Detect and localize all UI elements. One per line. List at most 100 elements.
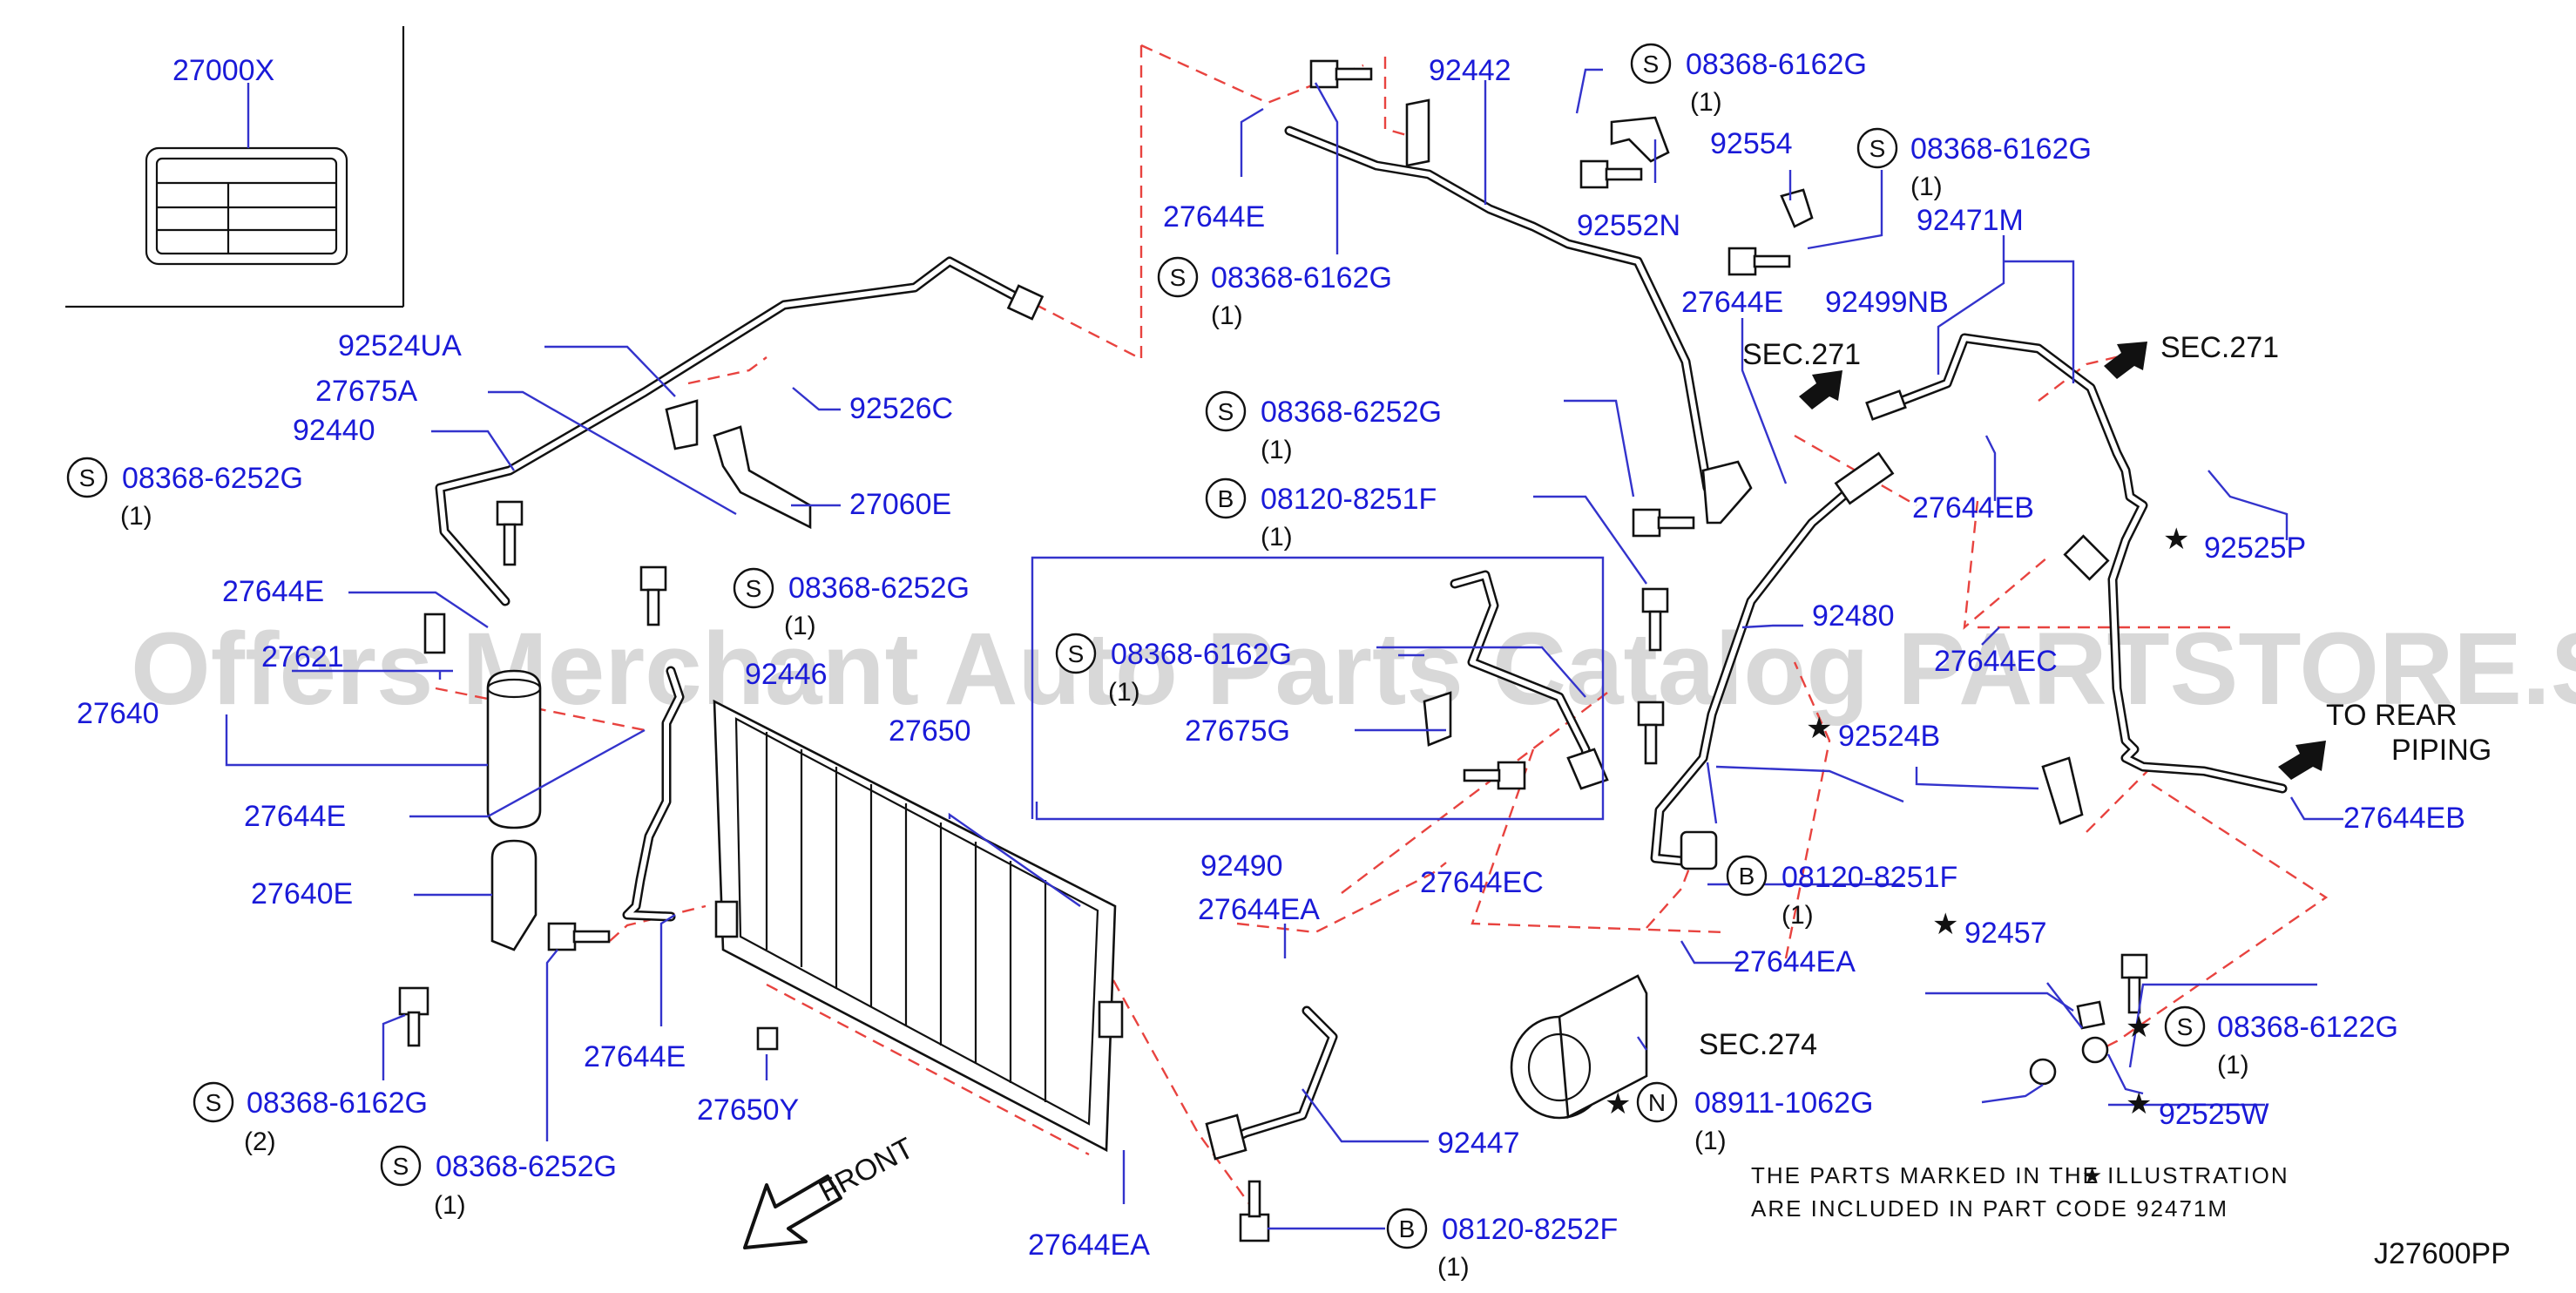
receiver-drier-27640 xyxy=(423,613,542,829)
part-label-92524B: 92524B xyxy=(1838,720,1940,753)
pipe-92442 xyxy=(1284,98,1753,525)
quantity: (1) xyxy=(434,1191,466,1220)
quantity: (1) xyxy=(120,502,152,531)
part-label-27644EB: 27644EB xyxy=(1912,491,2034,525)
part-label-92447: 92447 xyxy=(1437,1127,1520,1160)
pipe-92440 xyxy=(435,256,1045,606)
part-label-92524UA: 92524UA xyxy=(338,329,462,362)
quantity: (1) xyxy=(1437,1253,1470,1282)
s-symbol: S xyxy=(380,1145,422,1187)
svg-text:S: S xyxy=(206,1089,222,1116)
footnote: THE PARTS MARKED IN THE ILLUSTRATION ARE… xyxy=(1751,1162,2289,1222)
compressor-sec274 xyxy=(1510,974,1648,1120)
clip-92524B xyxy=(2041,756,2084,825)
part-label-92471M: 92471M xyxy=(1917,204,2024,237)
part-label-92525P: 92525P xyxy=(2204,531,2306,565)
quantity: (1) xyxy=(1690,88,1722,117)
to-rear-piping-label: PIPING xyxy=(2391,734,2491,767)
quantity: (2) xyxy=(244,1127,276,1156)
svg-text:S: S xyxy=(746,575,762,602)
part-label-27644EC: 27644EC xyxy=(1420,866,1544,899)
part-label-92526C: 92526C xyxy=(849,392,953,425)
star-icon: ★ xyxy=(1932,908,1958,941)
b-symbol: B xyxy=(1386,1208,1428,1249)
svg-text:S: S xyxy=(1218,398,1234,425)
label-inset-frame xyxy=(65,26,405,308)
part-label-27644E: 27644E xyxy=(1681,286,1783,319)
pipe-92471M xyxy=(1865,333,2288,794)
part-label-27644EA: 27644EA xyxy=(1734,945,1856,978)
bracket-92554 xyxy=(1780,188,1814,228)
s-symbol: S xyxy=(2164,1005,2206,1047)
part-label-08368-6162G: 08368-6162G xyxy=(1686,48,1867,81)
bracket-27060E xyxy=(713,425,812,530)
part-label-08368-6162G: 08368-6162G xyxy=(1211,261,1392,294)
note-line-1: THE PARTS MARKED IN THE ILLUSTRATION xyxy=(1751,1162,2289,1188)
part-label-92552N: 92552N xyxy=(1577,209,1680,242)
quantity: (1) xyxy=(1910,173,1943,201)
part-label-08368-6252G: 08368-6252G xyxy=(788,572,970,605)
s-symbol: S xyxy=(1856,127,1898,169)
part-label-92442: 92442 xyxy=(1429,54,1511,87)
part-label-92480: 92480 xyxy=(1812,599,1895,633)
part-label-08368-6252G: 08368-6252G xyxy=(1261,396,1442,429)
svg-text:B: B xyxy=(1739,863,1755,890)
quantity: (1) xyxy=(1694,1127,1727,1155)
quantity: (1) xyxy=(1108,678,1140,707)
svg-text:B: B xyxy=(1399,1215,1416,1242)
quantity: (1) xyxy=(1782,901,1814,930)
star-icon: ★ xyxy=(1806,712,1832,745)
b-symbol: B xyxy=(1726,855,1768,897)
part-label-92457: 92457 xyxy=(1964,917,2047,950)
s-symbol: S xyxy=(1205,390,1247,432)
pipe-92490 xyxy=(1450,570,1609,790)
svg-text:N: N xyxy=(1648,1089,1666,1116)
svg-text:B: B xyxy=(1218,485,1234,512)
part-label-27000X: 27000X xyxy=(172,54,274,87)
part-label-08120-8251F: 08120-8251F xyxy=(1261,483,1437,516)
part-label-08911-1062G: 08911-1062G xyxy=(1694,1087,1873,1120)
diagram-code: J27600PP xyxy=(2374,1237,2511,1270)
part-label-27644E: 27644E xyxy=(222,575,324,608)
bracket-27675G xyxy=(1423,691,1452,747)
s-symbol: S xyxy=(66,457,108,498)
s-symbol: S xyxy=(1630,43,1672,85)
svg-text:S: S xyxy=(79,464,96,491)
to-rear-piping-arrow xyxy=(2278,741,2326,780)
part-label-08368-6122G: 08368-6122G xyxy=(2217,1011,2398,1044)
part-label-27644EA: 27644EA xyxy=(1198,893,1320,926)
part-labels: 27000X 92524UA 27675A 92440 08368-6252G … xyxy=(77,48,2491,1282)
clip-92457 xyxy=(2029,1000,2109,1086)
bracket-27640E xyxy=(490,839,538,951)
star-icon: ★ xyxy=(2126,1087,2152,1120)
s-symbol: S xyxy=(193,1081,234,1123)
part-label-92446: 92446 xyxy=(745,658,828,691)
sec271-arrow-upper-left xyxy=(1799,370,1842,410)
svg-text:S: S xyxy=(1869,135,1886,162)
part-label-08368-6252G: 08368-6252G xyxy=(122,462,303,495)
part-label-08368-6162G: 08368-6162G xyxy=(1111,638,1292,671)
bolts xyxy=(398,59,2148,1242)
star-markers: ★ ★ ★ ★ ★ ★ ★ xyxy=(1605,523,2189,1188)
svg-text:S: S xyxy=(1170,264,1187,291)
leader-lines xyxy=(225,68,2343,1230)
bracket-92524UA xyxy=(665,399,699,450)
note-line-2: ARE INCLUDED IN PART CODE 92471M xyxy=(1751,1195,2228,1222)
quantity: (1) xyxy=(1211,301,1243,330)
bracket-92552N xyxy=(1610,116,1670,163)
quantity: (1) xyxy=(1261,523,1293,552)
sec271-label: SEC.271 xyxy=(2160,331,2279,364)
condenser-27650 xyxy=(713,699,1124,1153)
front-label: FRONT xyxy=(814,1132,919,1209)
pipe-92447 xyxy=(1205,1005,1338,1161)
part-label-27621: 27621 xyxy=(261,640,344,674)
front-arrow xyxy=(743,1175,842,1249)
part-label-92490: 92490 xyxy=(1200,850,1283,883)
sec271-arrow-right xyxy=(2104,342,2147,379)
quantity: (1) xyxy=(1261,436,1293,464)
pipe-92480 xyxy=(1650,451,1895,870)
b-symbol: B xyxy=(1205,477,1247,519)
symbol-circles: S S S S S S B S B S S B N S xyxy=(66,43,2206,1249)
part-label-27650Y: 27650Y xyxy=(697,1093,799,1127)
